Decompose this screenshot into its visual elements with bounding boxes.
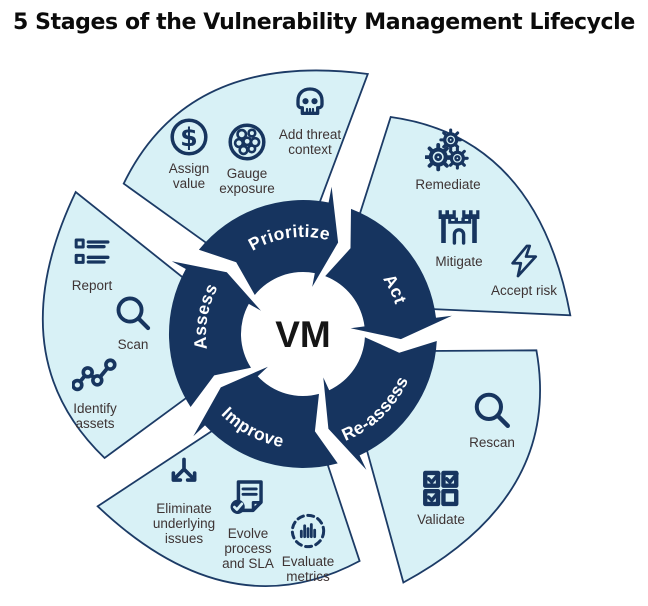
page-title: 5 Stages of the Vulnerability Management…	[13, 10, 635, 35]
arrow-improve	[193, 366, 338, 468]
arrow-assess	[168, 261, 261, 407]
center-vm-label: VM	[275, 314, 331, 355]
arrow-act	[325, 208, 452, 340]
arrow-re-assess	[323, 337, 437, 470]
arrow-prioritize	[198, 186, 339, 295]
